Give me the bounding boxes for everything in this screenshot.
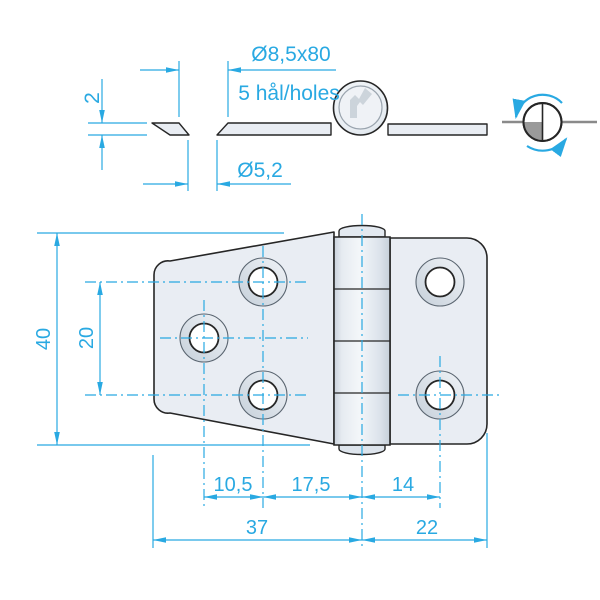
countersink-spec-label: Ø8,5x80	[251, 43, 330, 66]
dim-hole-diameter: Ø5,2	[143, 159, 291, 187]
hole-pitch-label: 20	[76, 327, 98, 349]
left-leaf-width-label: 37	[246, 517, 268, 539]
pivot-to-holes-label: 14	[392, 474, 414, 496]
holes-to-pivot-label: 17,5	[292, 474, 331, 496]
holes-note-label: 5 hål/holes	[238, 82, 340, 105]
front-view: 40 20 10,5 17,5 14	[33, 214, 500, 548]
dim-row-leaf-widths: 37 22	[153, 517, 487, 543]
front-extension-lines	[37, 232, 488, 548]
hole-diameter-label: Ø5,2	[237, 159, 283, 182]
right-leaf-width-label: 22	[416, 517, 438, 539]
pin-top-cap	[338, 224, 386, 238]
dim-hole-pitch: 20	[76, 282, 103, 395]
side-knuckle-inner	[338, 85, 383, 130]
centerlines	[85, 214, 500, 548]
knuckle-watermark-shape	[350, 88, 372, 118]
dim-overall-height: 40	[33, 233, 60, 445]
side-plate-mid-segment	[216, 122, 332, 136]
side-view: Ø8,5x80 5 hål/holes Ø5,2 2	[81, 43, 597, 191]
rotation-direction-icon	[502, 93, 597, 158]
dim-countersink: Ø8,5x80 5 hål/holes	[140, 43, 340, 105]
dim-row-holes: 10,5 17,5 14	[204, 474, 440, 500]
dim-thickness: 2	[81, 79, 105, 170]
mounting-hole	[415, 257, 465, 307]
side-plate-left-segment	[151, 122, 190, 136]
left-leaf	[153, 231, 335, 445]
hole-offset-label: 10,5	[214, 474, 253, 496]
thickness-label: 2	[81, 92, 104, 104]
side-plate-right-segment	[387, 123, 488, 136]
overall-height-label: 40	[33, 328, 55, 350]
